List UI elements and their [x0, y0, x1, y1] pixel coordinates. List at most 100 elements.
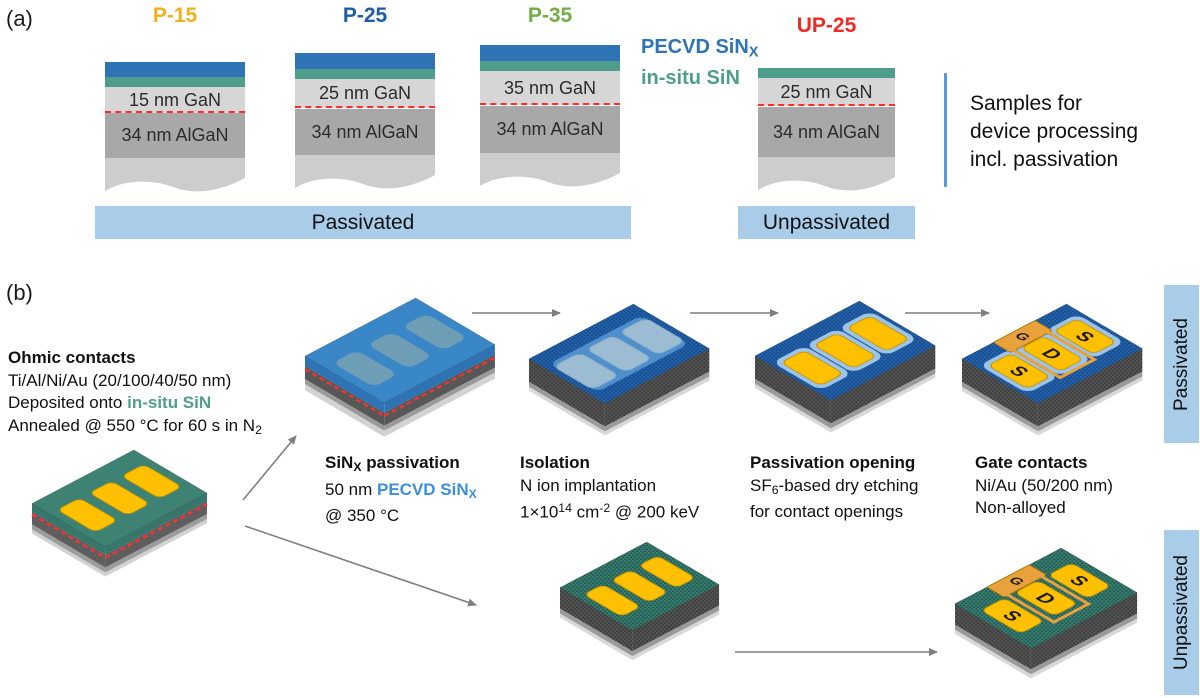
- chip-side-layer: [962, 386, 1038, 436]
- sample-stack-up25: UP-25 25 nm GaN 34 nm AlGaN: [758, 0, 895, 200]
- insitu-sin-layer: [480, 61, 620, 71]
- ohmic-contact-pad: [990, 354, 1049, 388]
- sample-stack-p15: P-15 15 nm GaN 34 nm AlGaN: [105, 0, 245, 200]
- layer-legend: PECVD SiNX in-situ SiN: [641, 35, 758, 91]
- gate-finger: [1001, 591, 1057, 624]
- sample-name-p25: P-25: [342, 4, 388, 27]
- step-line-text: Annealed @ 550 °C for 60 s in N: [8, 415, 256, 435]
- passivated-vertical-bar: Passivated: [1164, 285, 1199, 443]
- chip-side-layer: [384, 372, 495, 437]
- ohmic-contact-pad: [816, 334, 874, 368]
- step-title-text: passivation: [361, 453, 460, 472]
- note-divider-line: [944, 73, 947, 187]
- chip-side-layer: [305, 379, 385, 431]
- gate-finger: [1007, 346, 1064, 380]
- chip-side-layer: [529, 358, 605, 427]
- chip-sinx-passivation: [303, 296, 497, 444]
- gate-pad: [993, 320, 1052, 353]
- chip-side-layer: [830, 373, 936, 433]
- insitu-sin-layer: [295, 69, 435, 79]
- pecvd-sinx-layer: [295, 53, 435, 69]
- step-gate-contacts: Gate contacts Ni/Au (50/200 nm) Non-allo…: [975, 452, 1113, 520]
- step-line: @ 350 °C: [325, 506, 400, 526]
- gate-pad: [987, 564, 1047, 597]
- chip-side-layer: [955, 624, 1031, 675]
- gate-finger-bar: [1057, 357, 1098, 380]
- two-deg-dashed-line: [383, 356, 496, 417]
- step-line-text: SF: [750, 475, 772, 495]
- insitu-sin-layer: [105, 77, 245, 87]
- chip-side-layer: [529, 381, 605, 432]
- sinx-subscript: X: [468, 486, 477, 501]
- insitu-sin-highlight: in-situ SiN: [127, 393, 212, 412]
- legend-pecvd-sub: X: [748, 44, 759, 61]
- legend-pecvd-text: PECVD SiN: [641, 36, 749, 58]
- panel-b-label: (b): [6, 280, 33, 305]
- chip-side-layer: [1037, 376, 1143, 436]
- ohmic-contact-pad: [1056, 320, 1114, 353]
- process-arrow-2: [690, 309, 779, 317]
- buffer-layer: [105, 158, 245, 192]
- process-arrow-up: [242, 435, 297, 501]
- chip-side-layer: [105, 514, 207, 573]
- ohmic-contact-pad: [783, 351, 842, 385]
- chip-side-layer: [755, 378, 831, 429]
- step-line: for contact openings: [750, 502, 904, 522]
- step-ohmic-contacts: Ohmic contacts Ti/Al/Ni/Au (20/100/40/50…: [8, 347, 262, 441]
- step-passivation-opening: Passivation opening SF6-based dry etchin…: [750, 452, 918, 524]
- chip-side-layer: [1030, 618, 1138, 679]
- chip-side-layer: [32, 503, 106, 555]
- legend-insitu-sin: in-situ SiN: [641, 66, 740, 89]
- chip-side-layer: [560, 613, 633, 661]
- mesa-pad: [589, 336, 650, 371]
- chip-side-layer: [32, 529, 106, 577]
- algan-layer: 34 nm AlGaN: [105, 113, 245, 158]
- step-line: Annealed @ 550 °C for 60 s in N2: [8, 415, 262, 442]
- chip-side-layer: [560, 587, 633, 652]
- step-line: N ion implantation: [520, 475, 657, 495]
- sample-name-p35: P-35: [527, 4, 573, 27]
- step-line: Ti/Al/Ni/Au (20/100/40/50 nm): [8, 370, 232, 390]
- algan-layer: 34 nm AlGaN: [758, 107, 895, 157]
- step-title: Ohmic contacts: [8, 348, 136, 367]
- step-title-text: SiN: [325, 453, 354, 472]
- process-arrow-down: [244, 525, 477, 607]
- gate-finger: [1041, 328, 1098, 362]
- ohmic-contact-pad: [91, 482, 148, 515]
- chip-side-layer: [105, 493, 207, 555]
- chip-side-layer: [105, 519, 207, 577]
- chip-side-layer: [32, 524, 106, 573]
- gan-layer: 25 nm GaN: [758, 78, 895, 106]
- ohmic-contact-pad: [1050, 564, 1109, 598]
- chip-side-layer: [962, 381, 1038, 432]
- legend-pecvd-sinx: PECVD SiNX: [641, 35, 758, 66]
- step-sinx-passivation: SiNX passivation 50 nm PECVD SiNX @ 350 …: [325, 452, 477, 528]
- chip-side-layer: [384, 367, 495, 431]
- ohmic-contact-pad: [1023, 337, 1081, 371]
- chip-illustration: [559, 541, 720, 661]
- process-arrow-1: [472, 309, 561, 317]
- step-line-text: 1×10: [520, 502, 559, 522]
- pecvd-sinx-highlight: PECVD SiNX: [377, 480, 477, 501]
- gan-layer: 15 nm GaN: [105, 87, 245, 113]
- chip-side-layer: [529, 386, 605, 436]
- samples-note-line2: device processing: [970, 120, 1139, 143]
- ohmic-contact-pad: [641, 557, 693, 587]
- two-deg-dashed-line: [105, 111, 245, 113]
- step-title: Passivation opening: [750, 453, 916, 472]
- step-title: SiNX passivation: [325, 452, 477, 479]
- ohmic-contact-pad: [586, 585, 639, 616]
- unpassivated-vertical-bar: Unpassivated: [1164, 530, 1199, 695]
- gan-layer: 25 nm GaN: [295, 79, 435, 108]
- chip-side-layer: [955, 629, 1031, 679]
- mesa-pad: [622, 319, 683, 354]
- insitu-sin-layer: [758, 68, 895, 78]
- sample-name-p15: P-15: [152, 4, 198, 27]
- step-line: Non-alloyed: [975, 498, 1066, 517]
- chip-side-layer: [1030, 613, 1138, 675]
- chip-illustration: [31, 449, 208, 577]
- algan-layer: 34 nm AlGaN: [295, 109, 435, 155]
